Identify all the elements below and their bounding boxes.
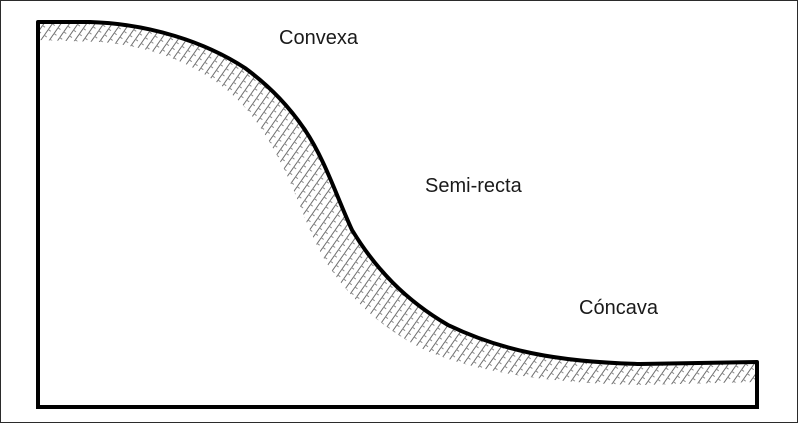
slope-surface-line <box>36 20 759 366</box>
label-convexa: Convexa <box>279 27 359 49</box>
label-concava: Cóncava <box>579 297 659 319</box>
profile-boundary <box>36 22 759 409</box>
label-semi-recta: Semi-recta <box>425 175 523 197</box>
soil-layer <box>38 22 757 385</box>
